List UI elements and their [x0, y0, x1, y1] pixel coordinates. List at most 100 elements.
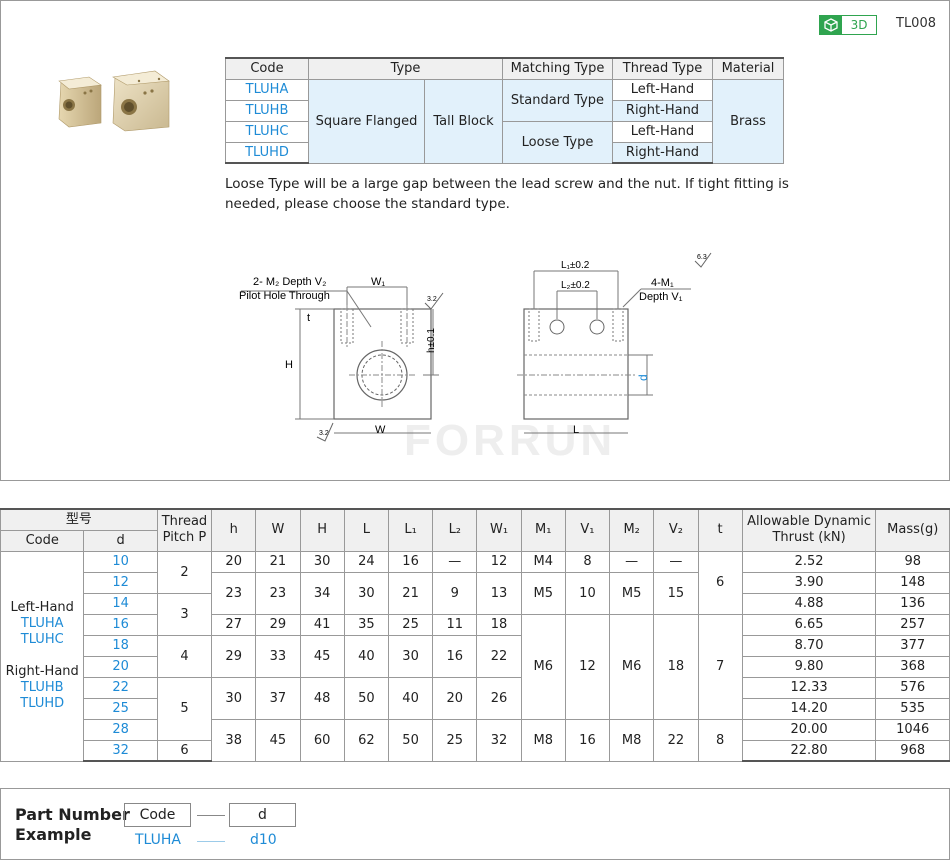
header-l1: L₁ [387, 508, 434, 552]
thread-cell: Left-Hand [612, 120, 713, 143]
header-code: Code [0, 529, 85, 552]
l-cell: 24 [343, 550, 389, 573]
hh-cell: 41 [299, 613, 345, 636]
left-hand-label: Left-Hand [10, 600, 74, 615]
hh-cell: 45 [299, 634, 345, 678]
l-cell: 50 [343, 676, 389, 720]
d-value[interactable]: 18 [83, 634, 158, 657]
mass-cell: 1046 [875, 718, 950, 741]
l-cell: 30 [343, 571, 389, 615]
m1-cell: M5 [520, 571, 566, 615]
header-w: W [255, 508, 301, 552]
header-pitch: Thread Pitch P [156, 508, 213, 552]
h-cell: 27 [211, 613, 257, 636]
part-number-title: Part Number Example [15, 805, 130, 845]
w1-cell: 22 [476, 634, 522, 678]
v2-cell: — [653, 550, 699, 573]
title-line: Part Number [15, 805, 130, 824]
code-link[interactable]: TLUHD [225, 141, 309, 164]
t-cell: 7 [697, 613, 743, 720]
v2-cell: 15 [653, 571, 699, 615]
d-value[interactable]: 20 [83, 655, 158, 678]
l2-cell: 20 [432, 676, 478, 720]
d-value[interactable]: 14 [83, 592, 158, 615]
label-l1: L₁±0.2 [561, 260, 590, 271]
d-value[interactable]: 28 [83, 718, 158, 741]
t-cell: 6 [697, 550, 743, 615]
3d-button[interactable]: 3D [819, 15, 877, 35]
product-image [58, 70, 170, 132]
d-value[interactable]: 16 [83, 613, 158, 636]
part-number-panel: Part Number Example Code d TLUHA d10 [0, 788, 950, 860]
d-value[interactable]: 32 [83, 739, 158, 762]
header-type: Type [308, 57, 503, 80]
thrust-cell: 12.33 [741, 676, 877, 699]
material-cell: Brass [712, 78, 784, 164]
mass-cell: 377 [875, 634, 950, 657]
d-value[interactable]: 12 [83, 571, 158, 594]
code-group: Left-Hand TLUHA TLUHC Right-Hand TLUHB T… [0, 550, 85, 762]
v2-cell: 18 [653, 613, 699, 720]
label-d: d [636, 374, 650, 381]
header-d: d [83, 529, 158, 552]
hh-cell: 34 [299, 571, 345, 615]
header-v2: V₂ [653, 508, 699, 552]
header-h: h [211, 508, 257, 552]
pitch-cell: 3 [156, 592, 213, 636]
label-l: L [573, 424, 579, 436]
product-panel: 3D TL008 Code Type Matching Type Thread … [0, 0, 950, 481]
m2-cell: M6 [609, 613, 655, 720]
header-matching: Matching Type [502, 57, 613, 80]
roughness-mark: 3.2 [427, 296, 437, 303]
w1-cell: 13 [476, 571, 522, 615]
d-value[interactable]: 25 [83, 697, 158, 720]
separator [197, 841, 225, 842]
matching-cell: Loose Type [502, 120, 613, 164]
v1-cell: 8 [564, 550, 611, 573]
roughness-mark: 3.2 [319, 430, 329, 437]
h-cell: 38 [211, 718, 257, 762]
l1-cell: 16 [387, 550, 434, 573]
pitch-cell: 5 [156, 676, 213, 741]
mass-cell: 98 [875, 550, 950, 573]
h-cell: 29 [211, 634, 257, 678]
product-code: TL008 [896, 16, 936, 31]
code-link[interactable]: TLUHB [225, 99, 309, 122]
code-link[interactable]: TLUHD [20, 696, 65, 711]
l2-cell: 9 [432, 571, 478, 615]
thrust-cell: 6.65 [741, 613, 877, 636]
label-l2: L₂±0.2 [561, 280, 590, 291]
w-cell: 37 [255, 676, 301, 720]
code-link[interactable]: TLUHB [20, 680, 64, 695]
code-link[interactable]: TLUHC [20, 632, 64, 647]
w1-cell: 32 [476, 718, 522, 762]
v1-cell: 12 [564, 613, 611, 720]
d-value[interactable]: 10 [83, 550, 158, 573]
label-v1: Depth V₁ [639, 291, 683, 303]
watermark: FORRUN [404, 416, 616, 465]
spec-table: Code Type Matching Type Thread Type Mate… [225, 57, 784, 164]
w-cell: 29 [255, 613, 301, 636]
pitch-cell: 2 [156, 550, 213, 594]
label-h: H [285, 359, 293, 371]
mass-cell: 136 [875, 592, 950, 615]
m2-cell: M8 [609, 718, 655, 762]
hh-cell: 48 [299, 676, 345, 720]
pitch-cell: 4 [156, 634, 213, 678]
header-v1: V₁ [564, 508, 611, 552]
thrust-cell: 14.20 [741, 697, 877, 720]
header-thread: Thread Type [612, 57, 713, 80]
code-link[interactable]: TLUHA [225, 78, 309, 101]
l2-cell: — [432, 550, 478, 573]
d-value[interactable]: 22 [83, 676, 158, 699]
header-material: Material [712, 57, 784, 80]
pitch-cell: 6 [156, 739, 213, 762]
w-cell: 45 [255, 718, 301, 762]
code-link[interactable]: TLUHA [20, 616, 64, 631]
l1-cell: 50 [387, 718, 434, 762]
code-link[interactable]: TLUHC [225, 120, 309, 143]
m1-cell: M4 [520, 550, 566, 573]
thread-cell: Left-Hand [612, 78, 713, 101]
h-cell: 23 [211, 571, 257, 615]
v1-cell: 16 [564, 718, 611, 762]
